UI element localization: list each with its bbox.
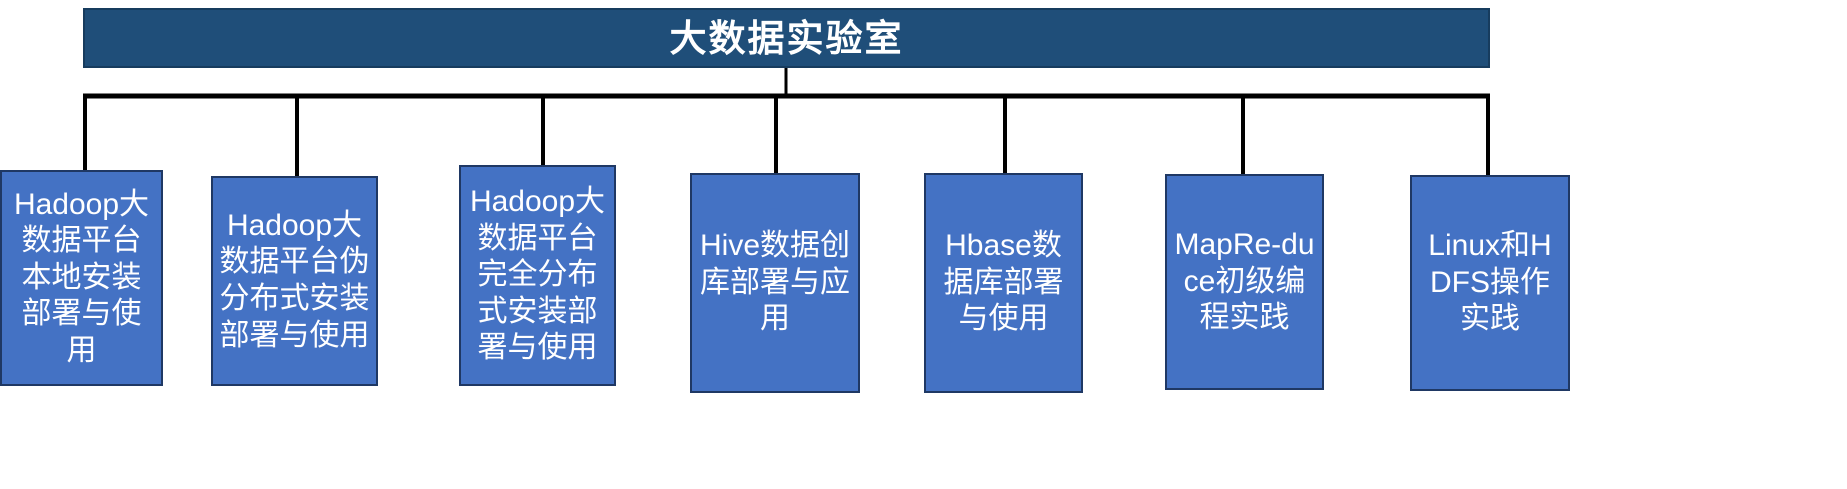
node-mapreduce-programming[interactable]: MapRe-duce初级编程实践 <box>1165 174 1324 390</box>
node-label: Hadoop大数据平台完全分布式安装部署与使用 <box>469 185 606 365</box>
root-node-label: 大数据实验室 <box>669 17 904 59</box>
node-hbase-database[interactable]: Hbase数据库部署与使用 <box>924 173 1083 393</box>
node-label: MapRe-duce初级编程实践 <box>1174 228 1315 335</box>
node-hive-warehouse[interactable]: Hive数据创库部署与应用 <box>690 173 860 393</box>
node-label: Hbase数据库部署与使用 <box>943 229 1064 336</box>
root-node[interactable]: 大数据实验室 <box>83 8 1490 68</box>
node-label: Hadoop大数据平台本地安装部署与使用 <box>13 187 150 367</box>
node-hadoop-fully-distributed[interactable]: Hadoop大数据平台完全分布式安装部署与使用 <box>459 165 616 386</box>
node-linux-hdfs-practice[interactable]: Linux和HDFS操作实践 <box>1410 175 1570 391</box>
node-label: Hive数据创库部署与应用 <box>699 229 850 336</box>
node-hadoop-local[interactable]: Hadoop大数据平台本地安装部署与使用 <box>0 170 163 386</box>
node-label: Linux和HDFS操作实践 <box>1428 229 1552 336</box>
node-hadoop-pseudo-distributed[interactable]: Hadoop大数据平台伪分布式安装部署与使用 <box>211 176 378 386</box>
node-label: Hadoop大数据平台伪分布式安装部署与使用 <box>219 208 370 352</box>
